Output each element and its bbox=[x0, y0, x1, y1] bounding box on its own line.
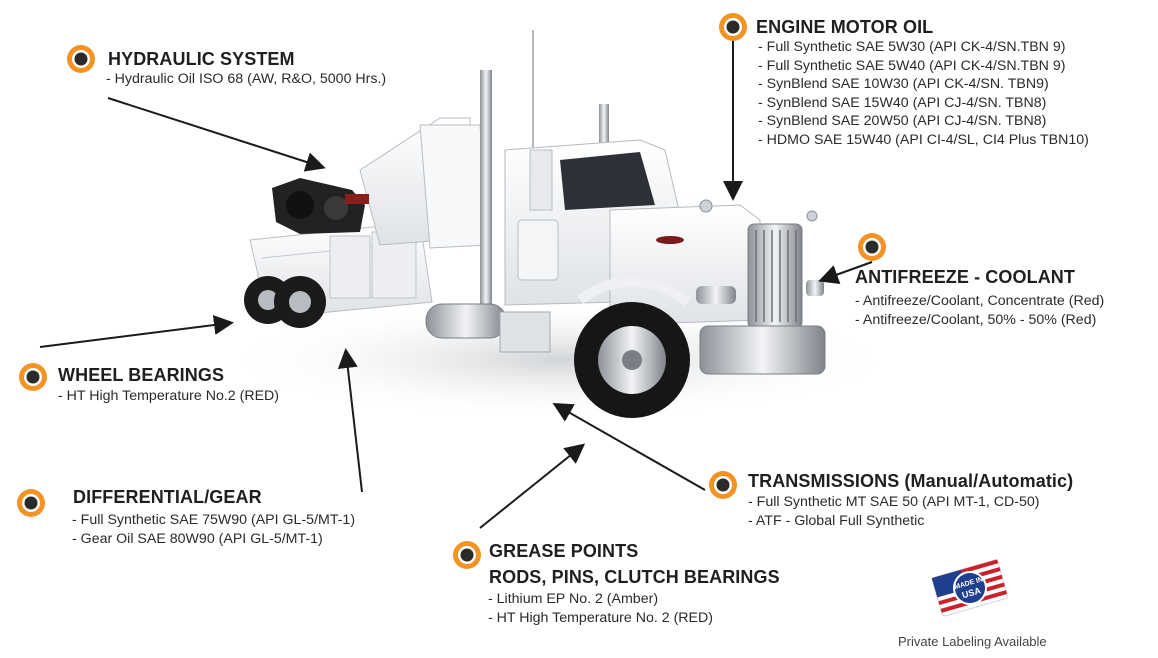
engine-callout: ENGINE MOTOR OIL - Full Synthetic SAE 5W… bbox=[718, 12, 1089, 149]
grease-callout: GREASE POINTS RODS, PINS, CLUTCH BEARING… bbox=[452, 540, 780, 627]
antifreeze-list: - Antifreeze/Coolant, Concentrate (Red) … bbox=[855, 292, 1104, 329]
grease-item: - HT High Temperature No. 2 (RED) bbox=[488, 609, 713, 626]
bullet-icon bbox=[453, 541, 481, 569]
grease-item: - Lithium EP No. 2 (Amber) bbox=[488, 591, 659, 607]
differential-item: - Gear Oil SAE 80W90 (API GL-5/MT-1) bbox=[72, 530, 323, 547]
bullet-icon bbox=[67, 45, 95, 73]
antifreeze-item: - Antifreeze/Coolant, Concentrate (Red) bbox=[855, 293, 1105, 309]
bullet-icon bbox=[17, 489, 45, 517]
transmissions-callout: TRANSMISSIONS (Manual/Automatic) - Full … bbox=[708, 468, 1073, 530]
engine-list: - Full Synthetic SAE 5W30 (API CK-4/SN.T… bbox=[758, 38, 1089, 149]
engine-title: ENGINE MOTOR OIL bbox=[756, 17, 934, 37]
antifreeze-title: ANTIFREEZE - COOLANT bbox=[855, 267, 1075, 287]
transmissions-list: - Full Synthetic MT SAE 50 (API MT-1, CD… bbox=[748, 493, 1073, 530]
transmissions-title: TRANSMISSIONS (Manual/Automatic) bbox=[748, 471, 1074, 491]
differential-item: - Full Synthetic SAE 75W90 (API GL-5/MT-… bbox=[72, 512, 356, 528]
differential-title: DIFFERENTIAL/GEAR bbox=[73, 487, 262, 507]
hydraulic-callout: HYDRAULIC SYSTEM - Hydraulic Oil ISO 68 … bbox=[66, 44, 386, 89]
bullet-icon bbox=[719, 13, 747, 41]
antifreeze-callout: ANTIFREEZE - COOLANT - Antifreeze/Coolan… bbox=[855, 232, 1104, 329]
bullet-icon bbox=[19, 363, 47, 391]
engine-item: - SynBlend SAE 15W40 (API CJ-4/SN. TBN8) bbox=[758, 94, 1047, 111]
engine-item: - HDMO SAE 15W40 (API CI-4/SL, CI4 Plus … bbox=[758, 131, 1089, 148]
differential-list: - Full Synthetic SAE 75W90 (API GL-5/MT-… bbox=[72, 511, 355, 548]
wheel-callout: WHEEL BEARINGS - HT High Temperature No.… bbox=[18, 362, 279, 406]
bullet-icon bbox=[709, 471, 737, 499]
transmissions-item: - Full Synthetic MT SAE 50 (API MT-1, CD… bbox=[748, 494, 1040, 510]
differential-callout: DIFFERENTIAL/GEAR - Full Synthetic SAE 7… bbox=[16, 486, 355, 548]
made-in-usa-badge: MADE IN USA bbox=[931, 559, 1008, 617]
engine-item: - SynBlend SAE 20W50 (API CJ-4/SN. TBN8) bbox=[758, 113, 1047, 129]
wheel-item: - HT High Temperature No.2 (RED) bbox=[58, 388, 280, 404]
private-labeling-note: Private Labeling Available bbox=[898, 634, 1047, 649]
grease-list: - Lithium EP No. 2 (Amber) - HT High Tem… bbox=[488, 590, 780, 627]
transmissions-item: - ATF - Global Full Synthetic bbox=[748, 512, 925, 529]
grease-subtitle: RODS, PINS, CLUTCH BEARINGS bbox=[489, 567, 780, 587]
engine-item: - Full Synthetic SAE 5W30 (API CK-4/SN.T… bbox=[758, 39, 1066, 55]
antifreeze-item: - Antifreeze/Coolant, 50% - 50% (Red) bbox=[855, 311, 1097, 328]
hydraulic-item: - Hydraulic Oil ISO 68 (AW, R&O, 5000 Hr… bbox=[106, 71, 387, 87]
grease-title: GREASE POINTS bbox=[489, 541, 639, 561]
hydraulic-title: HYDRAULIC SYSTEM bbox=[108, 49, 295, 69]
engine-item: - Full Synthetic SAE 5W40 (API CK-4/SN.T… bbox=[758, 57, 1066, 74]
wheel-title: WHEEL BEARINGS bbox=[58, 365, 225, 385]
engine-item: - SynBlend SAE 10W30 (API CK-4/SN. TBN9) bbox=[758, 76, 1049, 92]
bullet-icon bbox=[858, 233, 886, 261]
